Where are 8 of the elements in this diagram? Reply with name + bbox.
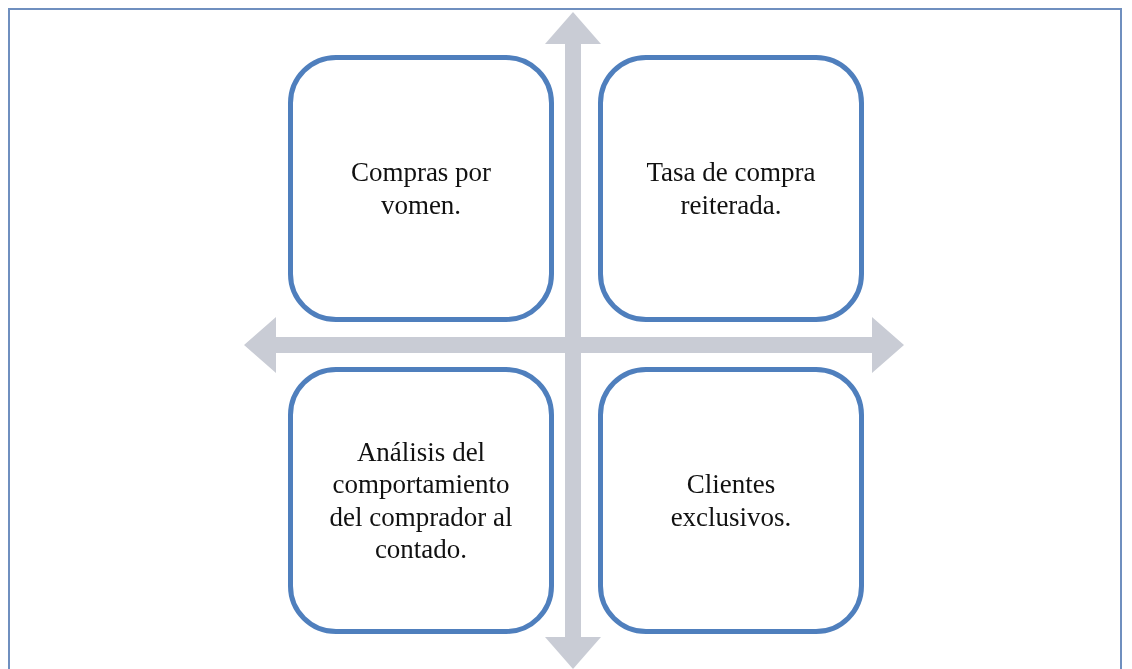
- rounded-box: [598, 55, 864, 322]
- box-text: Tasa de compra reiterada.: [645, 156, 817, 221]
- rounded-box: [288, 367, 554, 634]
- box-text: Clientes exclusivos.: [669, 468, 793, 533]
- rounded-box: [598, 367, 864, 634]
- box-text: Compras por vomen.: [349, 156, 493, 221]
- box-text: Análisis del comportamiento del comprador al contado.: [328, 435, 514, 566]
- rounded-box: [288, 55, 554, 322]
